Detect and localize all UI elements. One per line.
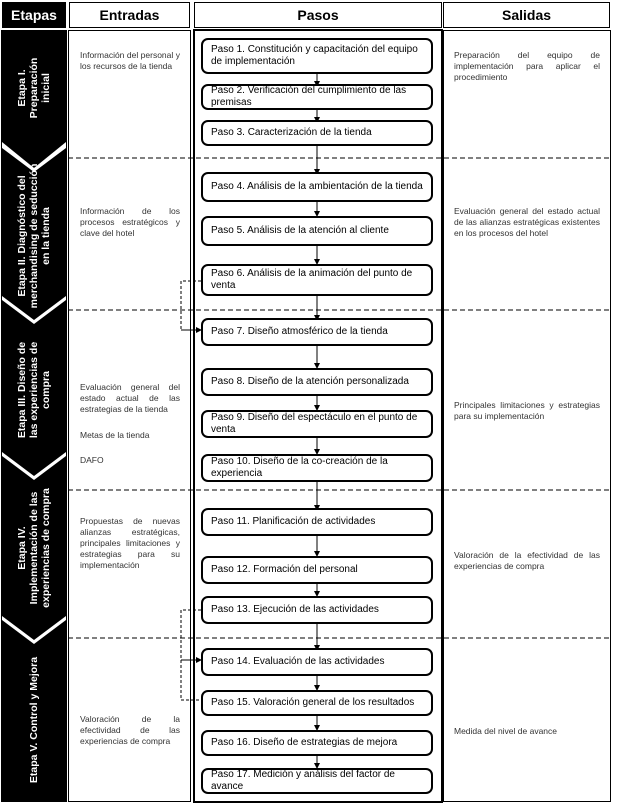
stage-chevron-2 — [2, 148, 66, 320]
step-3: Paso 3. Caracterización de la tienda — [201, 120, 433, 146]
step-2: Paso 2. Verificación del cumplimiento de… — [201, 84, 433, 110]
step-5: Paso 5. Análisis de la atención al clien… — [201, 216, 433, 246]
output-stage-2: Evaluación general del estado actual de … — [454, 206, 600, 238]
output-stage-3: Principales limitaciones y estrategias p… — [454, 400, 600, 421]
output-stage-1: Preparación del equipo de implementación… — [454, 50, 600, 82]
step-16: Paso 16. Diseño de estrategias de mejora — [201, 730, 433, 756]
step-15: Paso 15. Valoración general de los resul… — [201, 690, 433, 716]
input-stage-2: Información de los procesos estratégicos… — [80, 206, 180, 238]
header-salidas: Salidas — [443, 2, 610, 28]
stage-label-5: Etapa V. Control y Mejora — [28, 656, 40, 784]
step-12: Paso 12. Formación del personal — [201, 556, 433, 584]
step-4: Paso 4. Análisis de la ambientación de l… — [201, 172, 433, 202]
output-stage-5: Medida del nivel de avance — [454, 726, 558, 736]
stage-chevrons — [2, 30, 66, 802]
input-stage-3-evaluation: Evaluación general del estado actual de … — [80, 382, 180, 414]
step-10: Paso 10. Diseño de la co-creación de la … — [201, 454, 433, 482]
input-stage-3-dafo: DAFO — [80, 455, 104, 465]
step-7: Paso 7. Diseño atmosférico de la tienda — [201, 318, 433, 346]
header-pasos: Pasos — [194, 2, 442, 28]
step-13: Paso 13. Ejecución de las actividades — [201, 596, 433, 624]
header-etapas: Etapas — [2, 2, 66, 28]
input-stage-3-goals: Metas de la tienda — [80, 430, 150, 440]
stage-chevron-1 — [2, 30, 66, 168]
stage-chevron-4 — [2, 456, 66, 640]
step-11: Paso 11. Planificación de actividades — [201, 508, 433, 536]
step-9: Paso 9. Diseño del espectáculo en el pun… — [201, 410, 433, 438]
input-stage-4: Propuestas de nuevas alianzas estratégic… — [80, 516, 180, 570]
step-8: Paso 8. Diseño de la atención personaliz… — [201, 368, 433, 396]
input-stage-1: Información del personal y los recursos … — [80, 50, 180, 71]
step-17: Paso 17. Medición y análisis del factor … — [201, 768, 433, 794]
stage-chevron-3 — [2, 300, 66, 476]
input-stage-5: Valoración de la efectividad de las expe… — [80, 714, 180, 746]
header-entradas: Entradas — [69, 2, 190, 28]
step-14: Paso 14. Evaluación de las actividades — [201, 648, 433, 676]
output-stage-4: Valoración de la efectividad de las expe… — [454, 550, 600, 571]
step-6: Paso 6. Análisis de la animación del pun… — [201, 264, 433, 296]
step-1: Paso 1. Constitución y capacitación del … — [201, 38, 433, 74]
stage-chevron-5 — [2, 620, 66, 802]
